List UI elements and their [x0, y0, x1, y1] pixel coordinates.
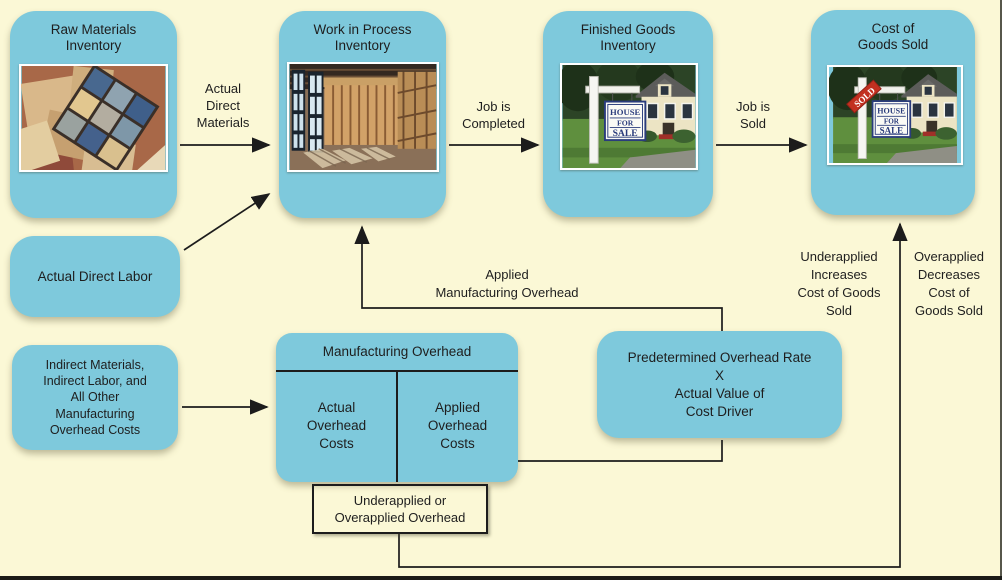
applied-overhead-costs-cell: Applied Overhead Costs — [427, 400, 488, 451]
house-sold-photo: HOUSE FOR SALE SOLD — [827, 65, 963, 165]
actual-direct-labor-box: Actual Direct Labor — [10, 236, 180, 317]
sign-text-sale: SALE — [880, 125, 903, 135]
work-in-process-title: Work in Process Inventory — [313, 22, 412, 54]
house-for-sale-photo: HOUSE FOR SALE — [560, 63, 698, 170]
actual-direct-labor-label: Actual Direct Labor — [37, 269, 153, 284]
sign-text-for: FOR — [617, 119, 634, 128]
job-is-completed-label: Job is Completed — [462, 99, 525, 131]
sign-text-sale: SALE — [613, 128, 638, 139]
tiles-photo — [19, 64, 168, 172]
manufacturing-overhead-box: Manufacturing Overhead Actual Overhead C… — [276, 333, 518, 482]
actual-overhead-costs-cell: Actual Overhead Costs — [306, 400, 367, 451]
predetermined-overhead-rate-box: Predetermined Overhead Rate X Actual Val… — [597, 331, 842, 438]
cost-of-goods-sold-title: Cost of Goods Sold — [857, 21, 929, 53]
slide-bottom-edge — [0, 576, 1002, 580]
indirect-costs-label: Indirect Materials, Indirect Labor, and … — [43, 357, 147, 437]
slide-right-edge — [1000, 0, 1002, 580]
actual-direct-materials-label: Actual Direct Materials — [196, 81, 250, 130]
overapplied-decreases-label: Overapplied Decreases Cost of Goods Sold — [913, 249, 985, 318]
manufacturing-overhead-title: Manufacturing Overhead — [276, 333, 518, 372]
under-over-applied-overhead-label: Underapplied or Overapplied Overhead — [334, 493, 466, 525]
underapplied-increases-label: Underapplied Increases Cost of Goods Sol… — [797, 249, 881, 318]
finished-goods-title: Finished Goods Inventory — [580, 22, 676, 54]
house-framing-photo — [287, 62, 439, 172]
work-in-process-inventory-box: Work in Process Inventory — [279, 11, 446, 218]
sign-text-house: HOUSE — [610, 107, 641, 117]
cost-of-goods-sold-box: Cost of Goods Sold — [811, 10, 975, 215]
job-is-sold-label: Job is Sold — [736, 99, 770, 131]
indirect-costs-box: Indirect Materials, Indirect Labor, and … — [12, 345, 178, 450]
arrow-direct-labor-to-wip — [183, 193, 271, 251]
finished-goods-inventory-box: Finished Goods Inventory — [543, 11, 713, 217]
predetermined-overhead-rate-label: Predetermined Overhead Rate X Actual Val… — [627, 349, 812, 419]
manufacturing-overhead-cells: Actual Overhead Costs Applied Overhead C… — [276, 372, 518, 482]
raw-materials-title: Raw Materials Inventory — [50, 22, 137, 54]
applied-manufacturing-overhead-label: Applied Manufacturing Overhead — [435, 267, 579, 300]
raw-materials-inventory-box: Raw Materials Inventory — [10, 11, 177, 218]
under-over-applied-overhead-box: Underapplied or Overapplied Overhead — [312, 484, 488, 534]
t-account-divider — [396, 372, 398, 482]
sign-text-for: FOR — [884, 118, 900, 126]
sign-text-house: HOUSE — [877, 107, 905, 116]
line-applied-to-predetermined — [518, 440, 723, 462]
